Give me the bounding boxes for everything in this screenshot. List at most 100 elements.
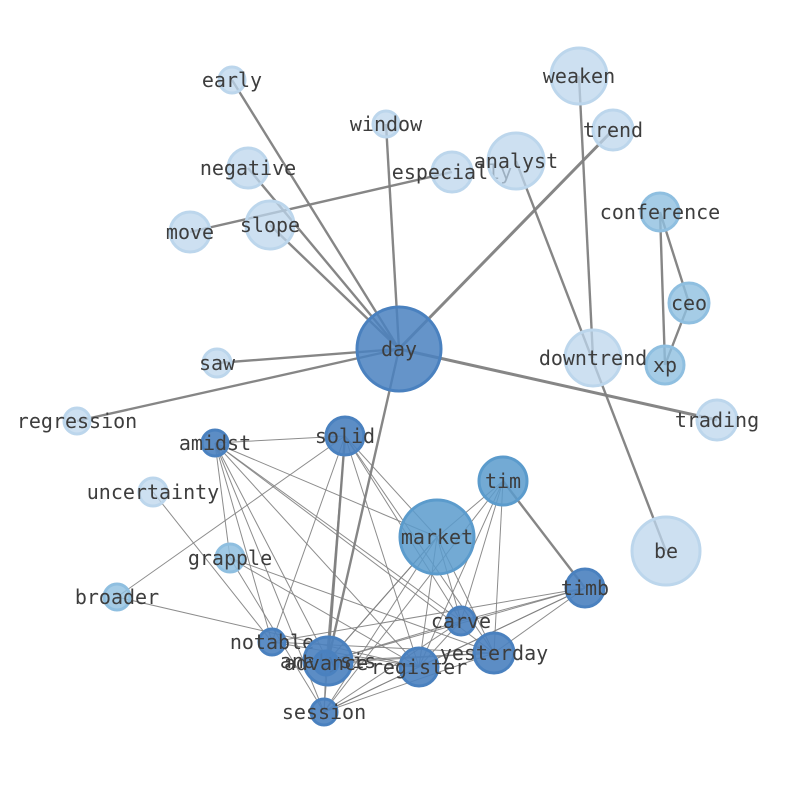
edge-day-early xyxy=(230,79,401,350)
edge-weaken-downtrend xyxy=(577,75,595,359)
node-label-tim: tim xyxy=(485,469,521,493)
node-uncertainty: uncertainty xyxy=(87,476,219,508)
edge-amidst-register xyxy=(214,442,420,668)
node-day: day xyxy=(355,305,443,393)
node-circle-notable xyxy=(257,627,287,657)
node-xp: xp xyxy=(644,344,686,386)
edge-carve-session xyxy=(323,620,462,713)
node-timb: timb xyxy=(561,567,609,609)
node-label-move: move xyxy=(166,220,214,244)
node-analyst: analyst xyxy=(474,131,558,191)
edge-conference-xp xyxy=(658,211,667,366)
node-market: market xyxy=(398,498,476,576)
node-label-regression: regression xyxy=(17,409,137,433)
edge-day-trend xyxy=(397,128,615,351)
node-label-ceo: ceo xyxy=(671,291,707,315)
node-slope: slope xyxy=(240,199,300,251)
node-carve: carve xyxy=(431,605,491,637)
edge-amidst-grapple xyxy=(214,442,231,559)
node-label-market: market xyxy=(401,525,473,549)
edge-day-analysis xyxy=(326,348,401,662)
node-circle-weaken xyxy=(549,46,609,106)
edge-tim-register xyxy=(418,480,504,668)
node-circle-downtrend xyxy=(563,328,623,388)
node-circle-slope xyxy=(244,199,296,251)
edge-move-especially xyxy=(189,170,453,234)
node-advance: advance xyxy=(284,649,368,677)
node-circle-timb xyxy=(564,567,606,609)
edge-amidst-market xyxy=(214,442,438,538)
edge-solid-broader xyxy=(116,435,346,598)
node-window: window xyxy=(350,109,423,139)
node-circle-move xyxy=(168,210,212,254)
edge-amidst-notable xyxy=(214,442,273,643)
node-circle-trend xyxy=(591,108,635,152)
node-circle-yesterday xyxy=(472,631,516,675)
edge-yesterday-notable xyxy=(271,641,495,654)
node-label-weaken: weaken xyxy=(543,64,615,88)
node-label-analyst: analyst xyxy=(474,149,558,173)
node-trading: trading xyxy=(675,398,759,442)
node-ceo: ceo xyxy=(667,281,711,325)
node-circle-especially xyxy=(430,150,474,194)
node-tim: tim xyxy=(477,455,529,507)
edge-amidst-analysis xyxy=(214,442,329,662)
node-label-notable: notable xyxy=(230,630,314,654)
node-early: early xyxy=(202,65,262,95)
node-circle-market xyxy=(398,498,476,576)
edge-tim-session xyxy=(323,480,504,713)
node-circle-day xyxy=(355,305,443,393)
node-label-advance: advance xyxy=(284,651,368,675)
node-label-carve: carve xyxy=(431,609,491,633)
node-label-be: be xyxy=(654,539,678,563)
node-circle-uncertainty xyxy=(137,476,169,508)
edge-timb-notable xyxy=(271,587,586,643)
node-label-negative: negative xyxy=(200,156,296,180)
edge-amidst-carve xyxy=(214,442,462,622)
node-label-xp: xp xyxy=(653,353,677,377)
node-circle-ceo xyxy=(667,281,711,325)
node-label-timb: timb xyxy=(561,576,609,600)
edge-solid-amidst xyxy=(214,435,346,444)
node-circle-conference xyxy=(639,191,681,233)
node-amidst: amidst xyxy=(179,428,251,458)
node-label-slope: slope xyxy=(240,213,300,237)
node-circle-register xyxy=(398,646,440,688)
node-label-broader: broader xyxy=(75,585,159,609)
node-conference: conference xyxy=(600,191,720,233)
node-label-uncertainty: uncertainty xyxy=(87,480,219,504)
node-circle-trading xyxy=(695,398,739,442)
node-circle-amidst xyxy=(200,428,230,458)
node-be: be xyxy=(630,515,702,587)
node-label-early: early xyxy=(202,68,262,92)
edge-tim-yesterday xyxy=(493,480,504,654)
node-circle-saw xyxy=(201,347,233,379)
node-label-grapple: grapple xyxy=(188,546,272,570)
edge-solid-register xyxy=(344,435,420,668)
edge-solid-advance xyxy=(325,435,346,664)
node-grapple: grapple xyxy=(188,542,272,574)
edge-uncertainty-notable xyxy=(152,491,273,643)
node-notable: notable xyxy=(230,627,314,657)
node-label-solid: solid xyxy=(315,424,375,448)
node-label-trading: trading xyxy=(675,408,759,432)
node-circle-be xyxy=(630,515,702,587)
node-circle-carve xyxy=(445,605,477,637)
node-circle-broader xyxy=(102,582,132,612)
node-label-downtrend: downtrend xyxy=(539,346,647,370)
node-label-register: register xyxy=(371,655,467,679)
node-circle-solid xyxy=(324,415,366,457)
node-circle-regression xyxy=(62,406,92,436)
node-circle-xp xyxy=(644,344,686,386)
node-circle-tim xyxy=(477,455,529,507)
edge-day-regression xyxy=(76,347,400,423)
node-label-day: day xyxy=(381,337,417,361)
node-circle-window xyxy=(371,109,401,139)
node-solid: solid xyxy=(315,415,375,457)
node-negative: negative xyxy=(200,146,296,190)
edge-solid-notable xyxy=(271,435,346,643)
node-session: session xyxy=(282,697,366,727)
node-saw: saw xyxy=(199,347,236,379)
